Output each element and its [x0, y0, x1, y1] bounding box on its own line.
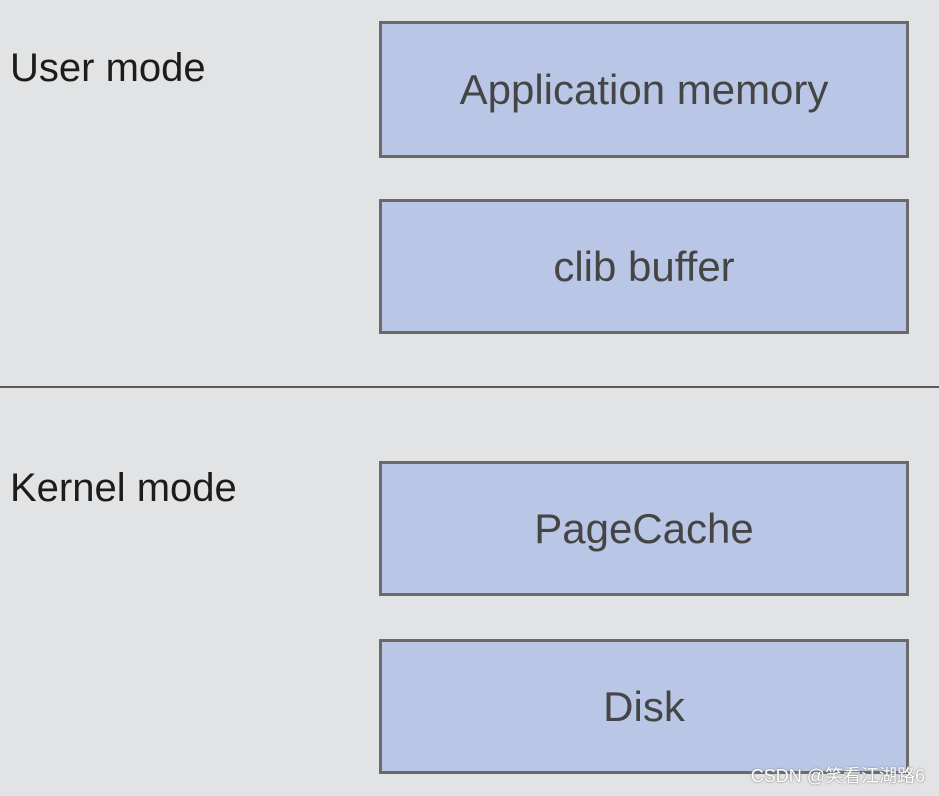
pagecache-box: PageCache [379, 461, 909, 596]
clib-buffer-label: clib buffer [553, 242, 735, 290]
watermark-text: CSDN @笑看江湖路6 [750, 766, 925, 786]
pagecache-label: PageCache [534, 504, 754, 552]
clib-buffer-box: clib buffer [379, 199, 909, 334]
application-memory-label: Application memory [459, 65, 829, 113]
application-memory-box: Application memory [379, 21, 909, 158]
user-mode-label: User mode [10, 46, 206, 90]
mode-divider-line [0, 386, 939, 388]
kernel-mode-label: Kernel mode [10, 466, 237, 510]
disk-box: Disk [379, 639, 909, 774]
disk-label: Disk [603, 682, 685, 730]
